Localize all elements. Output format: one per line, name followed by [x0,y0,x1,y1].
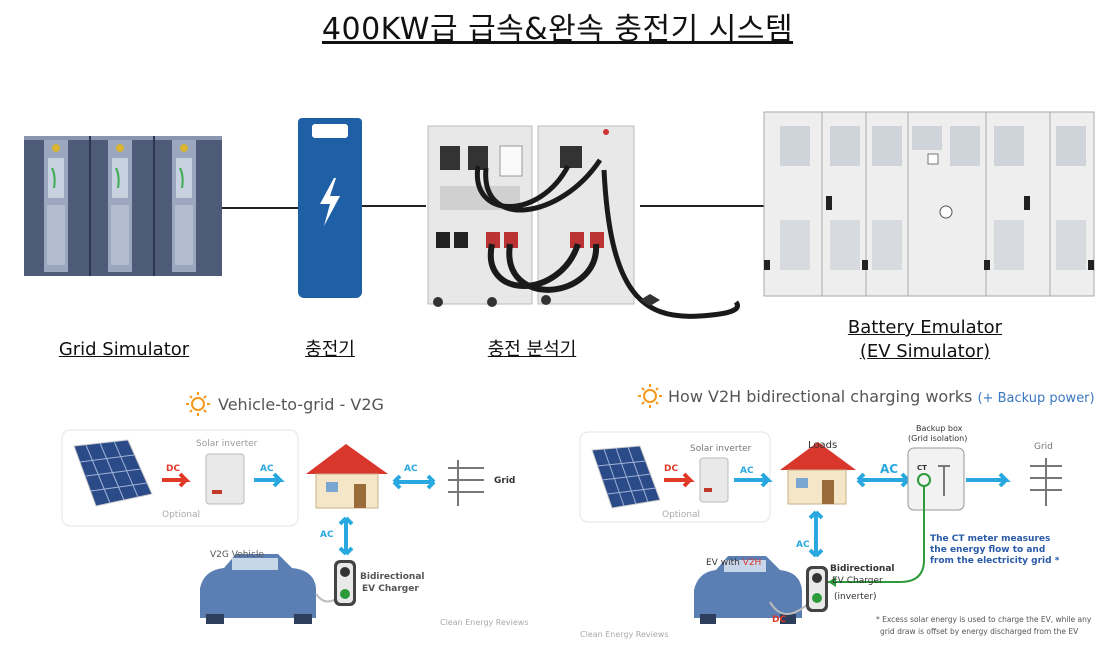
grid-simulator-label: Grid Simulator [58,339,190,360]
page-title: 400KW급 급속&완속 충전기 시스템 [321,12,794,47]
v2g-house-icon [306,444,388,509]
v2g-car-icon [200,554,316,624]
v2h-title-main: How V2H bidirectional charging works [668,387,973,406]
lightning-icon [320,178,340,226]
v2g-solar-inverter-label: Solar inverter [196,439,258,449]
v2h-car-icon [694,556,802,624]
v2g-charger-arrow [338,516,354,556]
v2h-ct-label: CT [917,464,927,472]
v2h-backup-label-2: (Grid isolation) [908,434,968,443]
v2g-dc-arrow [162,472,191,488]
v2h-ev-charger-icon [806,566,828,612]
v2h-title-sub: (+ Backup power) [977,391,1095,406]
v2h-ct-note-1: The CT meter measures [930,534,1051,544]
v2h-house-icon [780,442,856,505]
charger-image [298,118,362,298]
v2h-backup-box-icon [907,447,965,511]
v2h-grid-arrow [966,472,1011,488]
v2h-ac-arrow [734,472,773,488]
v2h-optional-label: Optional [662,510,701,520]
v2g-sun-icon [186,392,210,416]
v2h-grid-label: Grid [1034,442,1053,452]
battery-emulator-label: Battery Emulator [847,317,1003,338]
v2h-backup-label-1: Backup box [916,424,963,433]
v2h-solar-inverter-label: Solar inverter [690,444,752,454]
v2h-charger-label-3: (inverter) [834,592,877,602]
v2h-title: How V2H bidirectional charging works (+ … [668,387,1095,406]
v2g-ac-label-2: AC [404,464,418,474]
v2h-house-backup-arrow [856,472,910,488]
v2g-charger-label-2: EV Charger [362,584,419,594]
v2g-inverter-icon [205,453,245,505]
v2g-solar-panel-icon [73,439,153,507]
v2g-optional-label: Optional [162,510,201,520]
v2h-ct-note-3: from the electricity grid * [930,556,1060,566]
v2h-ct-line [828,486,925,583]
charging-analyzer-image [427,125,740,319]
v2g-vehicle-label: V2G Vehicle [210,550,264,560]
v2h-grid-pylon-icon [1030,458,1062,506]
v2h-dc-label-2: DC [772,615,787,625]
v2h-ac-label-2: AC [880,462,899,476]
v2g-charger-label-1: Bidirectional [360,572,425,582]
v2g-ac-label-3: AC [320,530,334,540]
v2h-ev-v2h: V2H [742,558,762,568]
v2h-ct-note-2: the energy flow to and [930,545,1046,555]
v2g-grid-label: Grid [494,476,516,486]
v2h-ac-label-3: AC [796,540,810,550]
v2h-footnote-2: grid draw is offset by energy discharged… [880,627,1079,636]
v2h-ev-prefix: EV with [706,558,743,568]
v2g-ac-arrow [254,472,285,488]
battery-emulator-image [763,111,1095,297]
v2h-ev-label: EV with V2H [706,558,761,568]
v2g-ev-charger-icon [334,560,356,606]
charger-label: 충전기 [305,339,355,360]
v2h-charger-arrow [808,510,824,558]
grid-simulator-image [24,136,222,276]
v2g-ac-label-1: AC [260,464,274,474]
v2h-dc-arrow [664,472,695,488]
v2h-sun-icon [638,384,662,408]
analyzer-label: 충전 분석기 [487,339,577,360]
v2h-solar-panel-icon [591,445,661,509]
v2g-grid-pylon-icon [448,460,484,506]
v2g-dc-label: DC [166,464,181,474]
ev-simulator-label: (EV Simulator) [859,341,991,362]
v2h-loads-label: Loads [808,440,838,451]
v2g-grid-arrow [392,474,436,490]
v2h-charger-label-2: EV Charger [832,576,883,586]
v2h-dc-label-1: DC [664,464,679,474]
v2g-credit: Clean Energy Reviews [440,618,529,627]
v2g-title: Vehicle-to-grid - V2G [218,395,384,414]
v2h-ac-label-1: AC [740,466,754,476]
v2h-charger-label-1: Bidirectional [830,564,895,574]
v2h-inverter-icon [699,457,729,503]
v2h-credit: Clean Energy Reviews [580,630,669,639]
v2h-footnote-1: * Excess solar energy is used to charge … [876,615,1092,624]
